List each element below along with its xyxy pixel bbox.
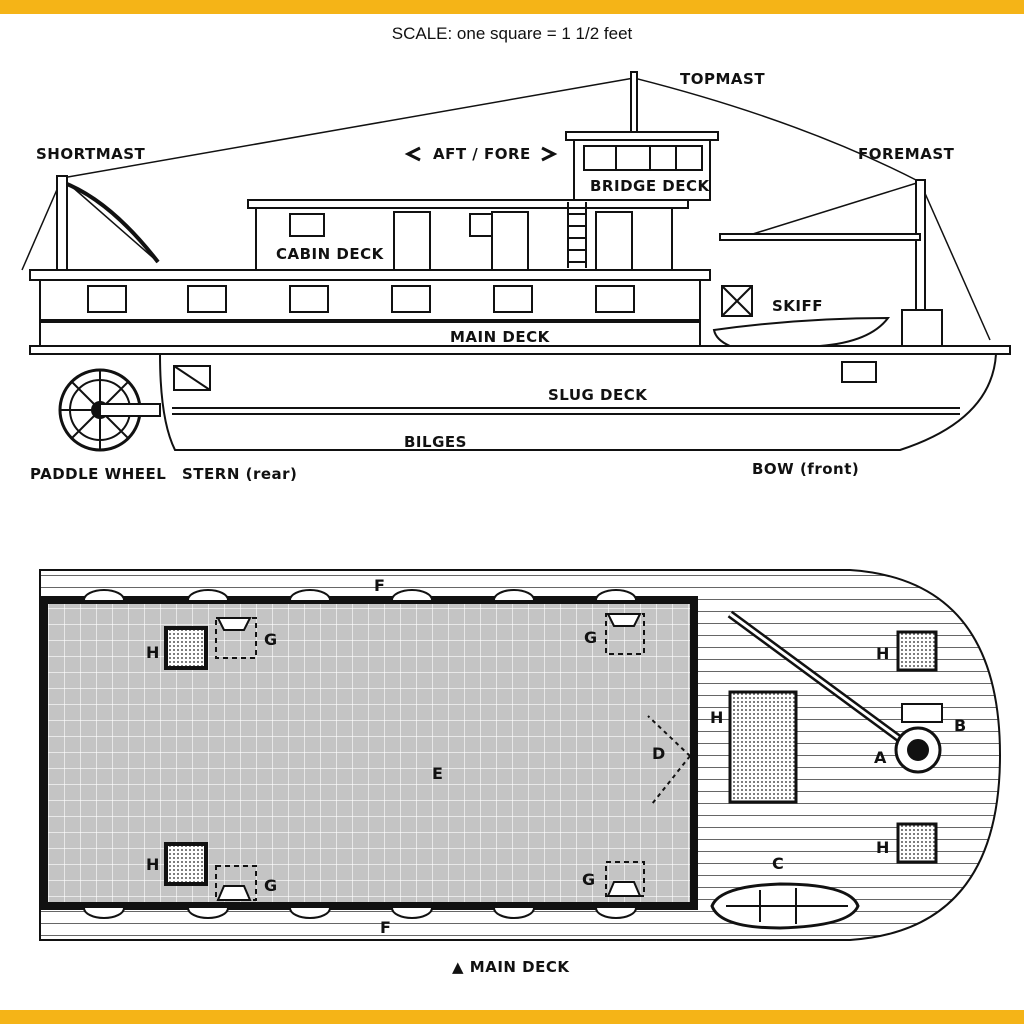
slug-deck-label: SLUG DECK	[548, 386, 648, 404]
key-g-1: G	[264, 630, 278, 649]
key-g-2: G	[584, 628, 598, 647]
key-g-4: G	[582, 870, 596, 889]
key-e: E	[432, 764, 443, 783]
triangle-up-icon: ▲	[452, 958, 465, 976]
main-deck-caption-text: MAIN DECK	[469, 958, 570, 976]
key-h-4: H	[876, 644, 890, 663]
bottom-accent-band	[0, 1010, 1024, 1024]
topmast-label: TOPMAST	[680, 70, 766, 88]
key-f-top: F	[374, 576, 385, 595]
key-h-1: H	[146, 643, 160, 662]
foremast-label: FOREMAST	[858, 145, 955, 163]
direction-label: AFT / FORE	[433, 145, 531, 163]
bow-label: BOW (front)	[752, 460, 860, 478]
key-b: B	[954, 716, 967, 735]
key-a: A	[874, 748, 887, 767]
main-deck-side-label: MAIN DECK	[450, 328, 550, 346]
paddle-wheel-label: PADDLE WHEEL	[30, 465, 167, 483]
bridge-deck-label: BRIDGE DECK	[590, 177, 710, 195]
scale-note: SCALE: one square = 1 1/2 feet	[391, 24, 633, 43]
cabin-deck-label: CABIN DECK	[276, 245, 384, 263]
bilges-label: BILGES	[404, 433, 467, 451]
key-f-bottom: F	[380, 918, 391, 937]
shortmast-label: SHORTMAST	[36, 145, 146, 163]
key-c: C	[772, 854, 784, 873]
key-d: D	[652, 744, 666, 763]
key-h-2: H	[146, 855, 160, 874]
key-h-5: H	[876, 838, 890, 857]
main-deck-caption: ▲ MAIN DECK	[452, 958, 570, 976]
stern-label: STERN (rear)	[182, 465, 298, 483]
top-accent-band	[0, 0, 1024, 14]
key-g-3: G	[264, 876, 278, 895]
key-h-3: H	[710, 708, 724, 727]
skiff-label: SKIFF	[772, 297, 824, 315]
